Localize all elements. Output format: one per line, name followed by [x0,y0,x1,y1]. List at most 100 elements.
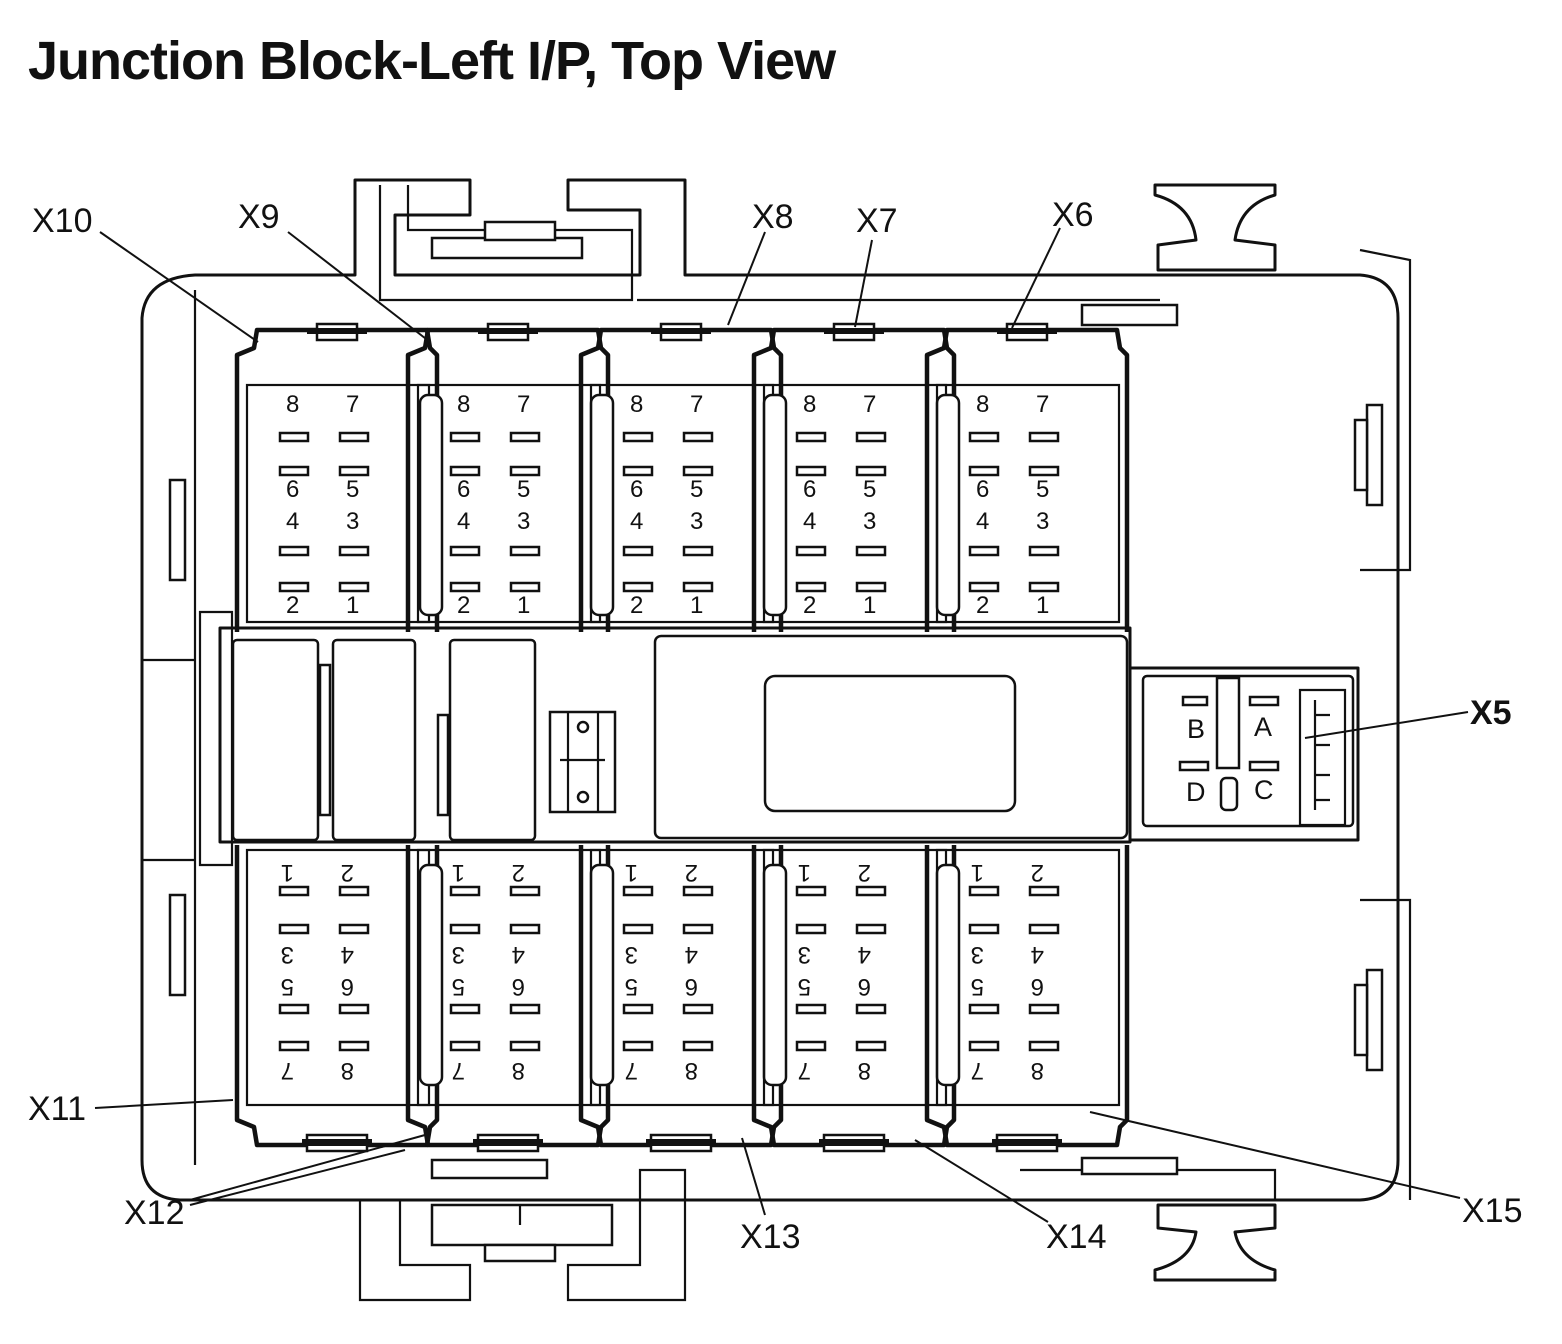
leader-x13 [741,1137,766,1216]
pin-label: 7 [798,1057,811,1084]
pin-terminal [795,465,827,477]
pin-terminal [682,1040,714,1052]
pin-label: 5 [346,476,359,503]
connector-cavity [245,848,431,1107]
pin-label: 1 [863,592,876,619]
callout-x9: X9 [238,198,280,236]
pin-terminal [1028,465,1060,477]
pin-terminal [449,1040,481,1052]
pin-terminal [622,431,654,443]
pin-label: 5 [517,476,530,503]
label-window [763,674,1017,813]
pin-label: 5 [971,973,984,1000]
pin-label: 3 [517,508,530,535]
pin-label: 7 [346,391,359,418]
pin-label: 3 [690,508,703,535]
pin-label: 7 [625,1057,638,1084]
callout-x12: X12 [124,1194,185,1232]
locking-rail [589,863,615,1087]
pin-terminal [795,923,827,935]
pin-terminal [509,465,541,477]
pin-terminal [682,923,714,935]
pin-terminal [855,923,887,935]
pin-label: 7 [1036,391,1049,418]
pin-terminal [338,923,370,935]
pin-terminal [509,885,541,897]
x5-pin-a-terminal [1248,695,1280,707]
pin-terminal [855,885,887,897]
pin-terminal [449,923,481,935]
x5-pin-label: C [1254,775,1274,805]
leader-x14 [914,1139,1049,1223]
pin-terminal [622,1040,654,1052]
leader-x10 [99,231,259,343]
pin-terminal [968,1040,1000,1052]
pin-terminal [278,431,310,443]
pin-label: 8 [457,391,470,418]
pin-terminal [338,545,370,557]
pin-terminal [509,545,541,557]
pin-label: 3 [625,941,638,968]
pin-label: 5 [798,973,811,1000]
leader-x5 [1304,711,1469,739]
pin-terminal [1028,923,1060,935]
pin-terminal [855,1003,887,1015]
callout-x11: X11 [28,1090,86,1128]
pin-terminal [968,923,1000,935]
pin-label: 2 [685,859,698,886]
leader-x8 [727,231,766,326]
pin-label: 6 [803,476,816,503]
pin-terminal [622,465,654,477]
pin-terminal [338,465,370,477]
locking-rail [589,393,615,617]
pin-terminal [338,431,370,443]
pin-label: 6 [976,476,989,503]
connector-cavity [245,383,431,624]
relay-3 [448,638,537,842]
pin-terminal [1028,545,1060,557]
pin-terminal [795,545,827,557]
pin-label: 7 [517,391,530,418]
pin-terminal [968,885,1000,897]
callout-x7: X7 [856,202,898,240]
pin-terminal [795,1003,827,1015]
connector-cavity [762,383,948,624]
pin-label: 1 [971,859,984,886]
pin-terminal [1028,431,1060,443]
pin-terminal [509,1040,541,1052]
connector-cavity [589,383,775,624]
pin-terminal [278,545,310,557]
pin-label: 8 [976,391,989,418]
pin-label: 4 [976,508,989,535]
relay-1 [231,638,320,842]
x5-pin-label: B [1187,714,1205,744]
pin-label: 8 [803,391,816,418]
pin-terminal [968,1003,1000,1015]
pin-terminal [622,1003,654,1015]
pin-label: 5 [1036,476,1049,503]
pin-terminal [855,431,887,443]
pin-label: 1 [690,592,703,619]
pin-label: 6 [685,973,698,1000]
pin-label: 8 [858,1057,871,1084]
pin-terminal [795,431,827,443]
pin-label: 4 [457,508,470,535]
pin-label: 7 [863,391,876,418]
pin-label: 7 [452,1057,465,1084]
pin-terminal [278,1040,310,1052]
pin-terminal [795,885,827,897]
pin-terminal [682,465,714,477]
pin-terminal [509,431,541,443]
pin-terminal [509,923,541,935]
pin-label: 4 [858,941,871,968]
pin-label: 8 [1031,1057,1044,1084]
pin-label: 3 [1036,508,1049,535]
locking-rail [762,393,788,617]
pin-label: 2 [457,592,470,619]
connector-cavity [935,383,1121,624]
